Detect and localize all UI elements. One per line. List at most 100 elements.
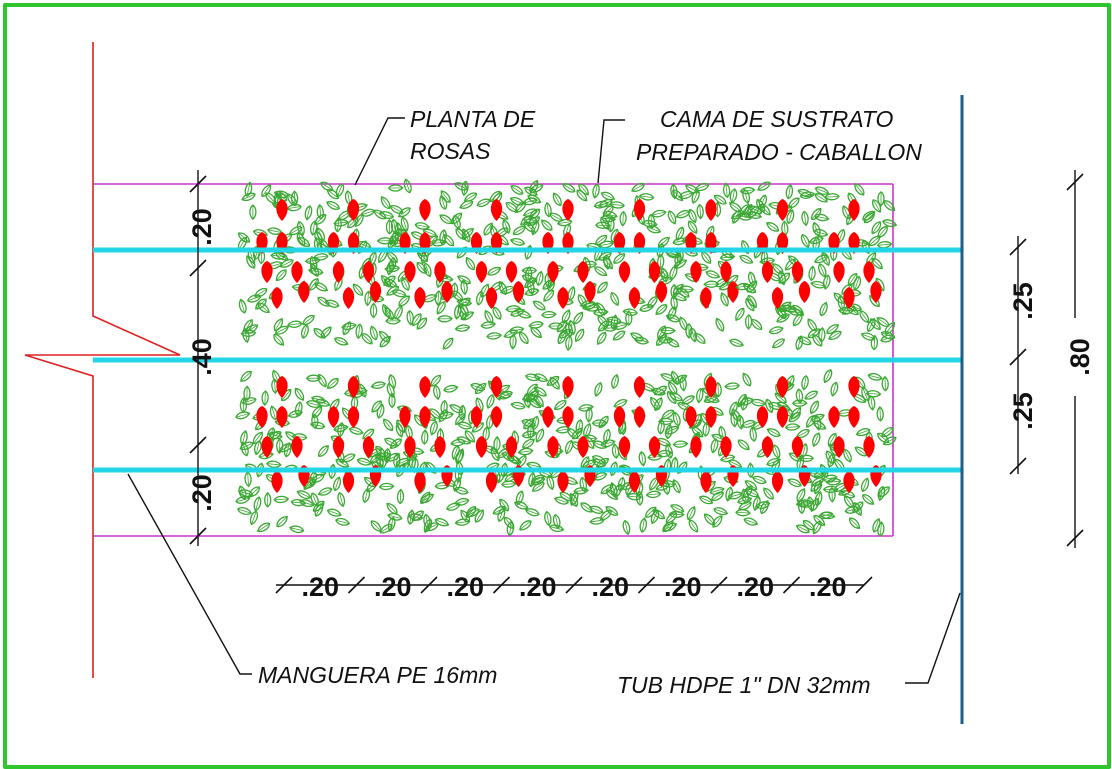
dim-right-lower: .25 <box>1008 392 1038 430</box>
leaf-icon <box>812 227 829 239</box>
rose-flower-icon <box>347 406 360 428</box>
leaf-icon <box>727 400 740 417</box>
leaf-icon <box>508 194 526 208</box>
leaf-icon <box>316 485 334 498</box>
leaf-icon <box>588 503 605 516</box>
leaf-icon <box>869 219 884 236</box>
dim-bottom-spacing: .20 <box>374 572 412 602</box>
plant-label-line1: PLANTA DE <box>410 106 536 132</box>
leaf-icon <box>333 182 346 199</box>
leaf-icon <box>543 510 553 527</box>
plant-label-line2: ROSAS <box>410 138 491 164</box>
leaf-icon <box>306 276 321 293</box>
leaf-icon <box>877 191 885 207</box>
leaf-icon <box>273 495 290 504</box>
leaf-icon <box>394 221 403 238</box>
leaf-icon <box>539 217 555 233</box>
leaf-icon <box>664 312 682 325</box>
leaf-icon <box>600 214 617 224</box>
leaf-icon <box>722 182 731 199</box>
rose-flower-icon <box>485 471 498 493</box>
leaf-icon <box>784 422 801 432</box>
rose-flower-icon <box>512 281 525 303</box>
rose-flower-icon <box>798 281 811 303</box>
rose-flower-icon <box>419 406 431 428</box>
leaf-icon <box>534 270 545 287</box>
leaf-icon <box>701 511 718 528</box>
dim-bottom-spacing: .20 <box>446 572 484 602</box>
leaf-icon <box>509 400 527 411</box>
leaf-icon <box>596 413 611 431</box>
leaf-icon <box>378 482 395 491</box>
rose-flower-icon <box>291 261 303 283</box>
rose-flower-icon <box>256 406 268 428</box>
leaf-icon <box>610 443 621 460</box>
leaf-icon <box>744 314 753 330</box>
rose-flower-icon <box>705 199 717 221</box>
leaf-icon <box>710 513 725 530</box>
rose-flower-icon <box>332 436 345 458</box>
leaf-icon <box>437 212 454 227</box>
leaf-icon <box>609 200 626 210</box>
dim-right-upper: .25 <box>1008 282 1038 320</box>
leaf-icon <box>865 389 882 398</box>
leaf-icon <box>459 279 469 296</box>
leaf-icon <box>661 520 679 534</box>
rose-flower-icon <box>434 261 446 283</box>
pipe-label: TUB HDPE 1" DN 32mm <box>617 672 871 698</box>
dim-total: .80 <box>1065 338 1095 376</box>
leader-lines <box>127 117 961 684</box>
leaf-icon <box>405 309 415 326</box>
leaf-icon <box>876 240 893 250</box>
leaf-icon <box>441 232 457 249</box>
rose-flower-icon <box>828 406 840 428</box>
rose-flower-icon <box>833 261 845 283</box>
rose-flower-icon <box>271 471 283 493</box>
leaf-icon <box>867 371 884 383</box>
leaf-icon <box>437 194 449 211</box>
rose-flower-icon <box>557 287 569 309</box>
dim-bottom-spacing: .20 <box>664 572 702 602</box>
rose-flower-icon <box>863 436 875 458</box>
leaf-icon <box>361 487 372 504</box>
leaf-icon <box>619 210 628 227</box>
rose-flower-icon <box>547 436 559 458</box>
leaf-icon <box>732 306 747 323</box>
leaf-icon <box>475 196 492 209</box>
leaf-icon <box>324 198 342 212</box>
leaf-icon <box>505 520 515 537</box>
leaf-icon <box>608 290 622 308</box>
leaf-icon <box>541 310 557 319</box>
rose-flower-icon <box>562 199 574 221</box>
leaf-icon <box>735 437 752 453</box>
leaf-icon <box>249 204 257 220</box>
leaf-icon <box>810 431 823 448</box>
rose-flower-icon <box>419 376 431 398</box>
leaf-icon <box>449 437 467 448</box>
leaf-icon <box>817 300 830 318</box>
rose-flower-icon <box>562 406 574 428</box>
leaf-icon <box>592 381 605 398</box>
dim-bottom-spacing: .20 <box>809 572 847 602</box>
leaf-icon <box>798 232 812 250</box>
rose-flower-icon <box>618 436 631 458</box>
leaf-icon <box>318 324 334 341</box>
rose-flower-icon <box>577 436 589 458</box>
leaf-icon <box>704 268 722 281</box>
leaf-icon <box>738 252 755 266</box>
rose-plant-icon <box>662 181 757 350</box>
leaf-icon <box>234 409 251 421</box>
leaf-icon <box>454 323 471 333</box>
leaf-icon <box>463 255 478 272</box>
leaf-icon <box>846 515 863 532</box>
leaf-icon <box>798 454 814 463</box>
leaf-icon <box>523 286 540 298</box>
leaf-icon <box>335 491 347 508</box>
dim-left-middle: .40 <box>187 338 217 376</box>
rose-plant-icon <box>449 376 543 537</box>
leaf-icon <box>533 427 547 444</box>
dim-left-top: .20 <box>187 208 217 246</box>
leaf-icon <box>802 388 820 402</box>
leaf-icon <box>867 394 877 411</box>
leaf-icon <box>252 495 263 513</box>
